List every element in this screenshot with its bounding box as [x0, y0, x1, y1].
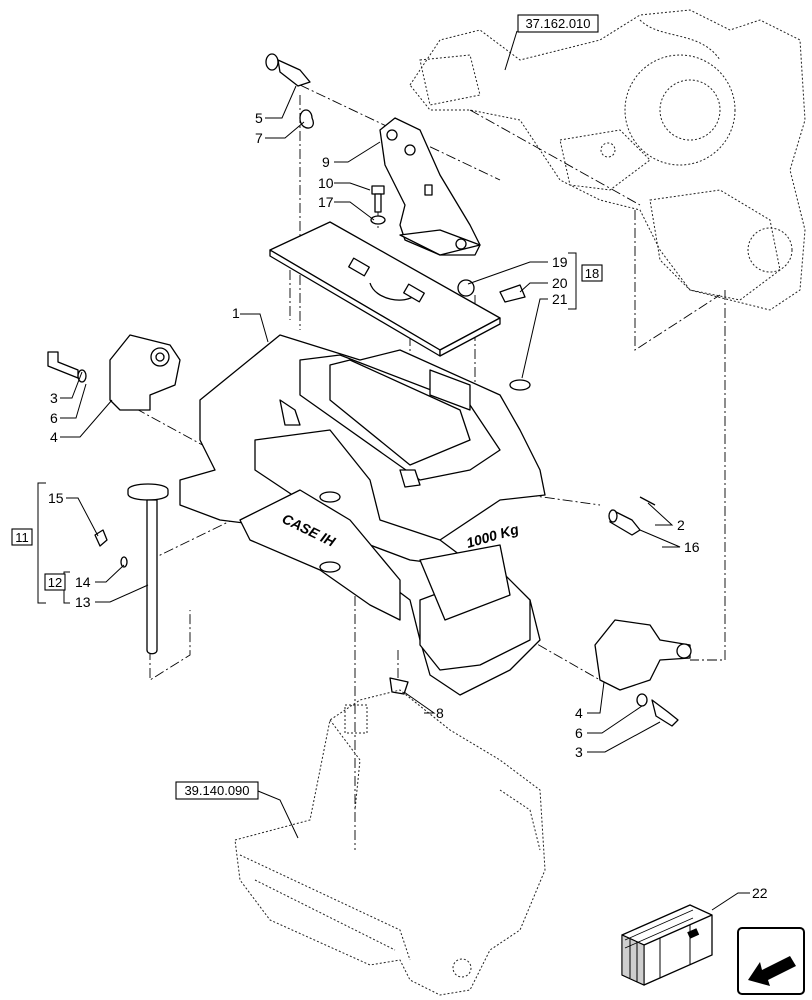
tractor-frame-ghost — [409, 9, 806, 311]
callout-17: 17 — [318, 194, 334, 210]
front-weight — [179, 334, 546, 696]
callout-15: 15 — [48, 490, 64, 506]
callout-9: 9 — [322, 154, 330, 170]
leader-lines — [37, 30, 750, 911]
group-label-11: 11 — [15, 530, 29, 545]
callout-1: 1 — [232, 305, 240, 321]
callout-21: 21 — [552, 291, 568, 307]
callout-10: 10 — [318, 175, 334, 191]
group-label-12: 12 — [48, 575, 62, 590]
callout-14: 14 — [75, 574, 91, 590]
callout-13: 13 — [75, 594, 91, 610]
callout-5: 5 — [255, 110, 263, 126]
group-label-18: 18 — [585, 266, 599, 281]
callout-19: 19 — [552, 254, 568, 270]
reference-label-top-right: 37.162.010 — [525, 16, 590, 31]
callout-22: 22 — [752, 885, 768, 901]
callout-7: 7 — [255, 130, 263, 146]
callout-4-left: 4 — [50, 429, 58, 445]
side-plate-right — [594, 619, 692, 727]
long-pin — [94, 483, 169, 655]
reference-label-bottom-left: 39.140.090 — [184, 783, 249, 798]
front-frame-ghost — [234, 689, 546, 996]
bracket — [379, 117, 481, 297]
group-box-12[interactable]: 12 — [44, 573, 66, 591]
group-box-18[interactable]: 18 — [581, 264, 603, 282]
callout-6-right: 6 — [575, 725, 583, 741]
reference-box-bottom-left[interactable]: 39.140.090 — [175, 781, 259, 800]
pin-16 — [608, 496, 656, 536]
callout-4-right: 4 — [575, 705, 583, 721]
callout-8: 8 — [436, 705, 444, 721]
side-plate-left — [47, 334, 181, 411]
reference-box-top-right[interactable]: 37.162.010 — [517, 14, 599, 33]
bolt-8 — [389, 677, 409, 695]
callout-16: 16 — [684, 539, 700, 555]
callout-3-right: 3 — [575, 744, 583, 760]
cover-plate — [269, 221, 531, 391]
pin-and-clip — [265, 53, 314, 129]
group-box-11[interactable]: 11 — [11, 528, 33, 546]
arrow-return-icon[interactable] — [737, 927, 805, 995]
callouts: 1 2 3 6 4 5 7 9 10 17 19 20 21 15 14 13 … — [48, 110, 768, 901]
callout-20: 20 — [552, 275, 568, 291]
callout-6-left: 6 — [50, 410, 58, 426]
callout-2: 2 — [677, 517, 685, 533]
callout-3-left: 3 — [50, 390, 58, 406]
bolt-and-washer — [370, 185, 386, 225]
kit-box-icon — [621, 904, 713, 986]
